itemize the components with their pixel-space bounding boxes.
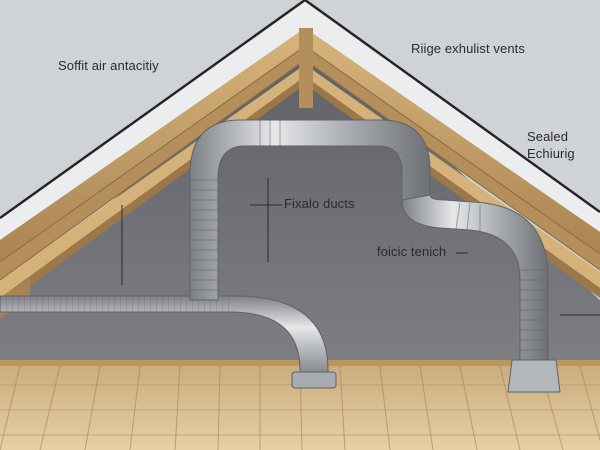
right-collar <box>507 359 561 393</box>
sealed-label: Sealed Echiurig <box>527 128 575 162</box>
ridge-vents-label: Riige exhulist vents <box>411 41 525 56</box>
soffit-label: Soffit air antacitiy <box>58 58 159 73</box>
flexible-duct-illustration <box>0 119 561 393</box>
floor-outlet <box>291 371 337 389</box>
ridge-beam <box>299 28 313 108</box>
foil-label: foicic tenich <box>377 244 447 259</box>
flexible-ducts-label: Fixalo ducts <box>284 196 355 211</box>
leader-lines <box>121 178 600 316</box>
sealed-label-line2: Echiurig <box>527 146 575 161</box>
sealed-label-line1: Sealed <box>527 129 569 144</box>
attic-interior <box>0 30 600 360</box>
roof-fascia <box>0 0 600 240</box>
